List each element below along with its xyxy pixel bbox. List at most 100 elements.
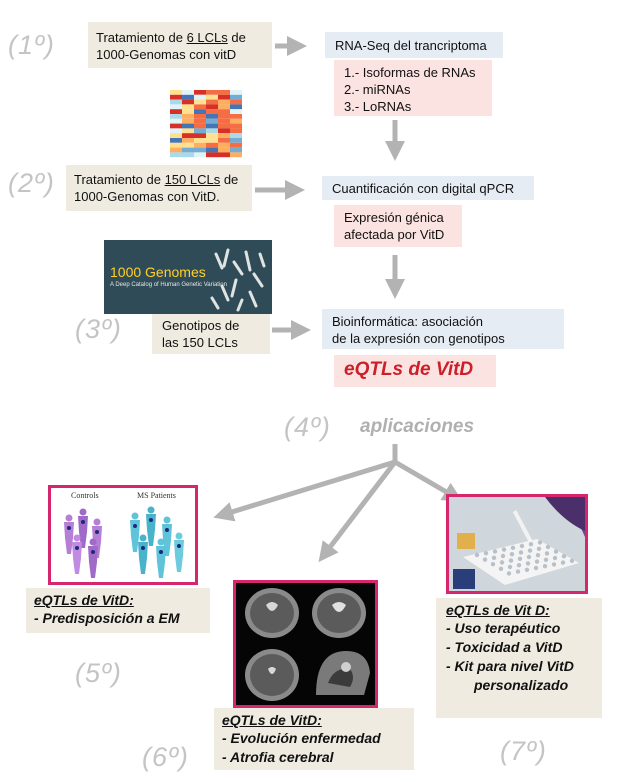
plate-well (482, 557, 488, 562)
plate-well (535, 553, 541, 558)
app-therapy-line: personalizado (474, 677, 569, 693)
heatmap-cell (230, 114, 242, 119)
mri-scans (245, 588, 370, 701)
heatmap-cell (218, 104, 230, 110)
heatmap-cell (230, 99, 242, 105)
heatmap-cell (218, 94, 230, 100)
plate-well (533, 565, 539, 571)
heatmap-cell (170, 114, 182, 119)
step-7-label: (7º) (500, 736, 547, 766)
heatmap-cell (170, 138, 182, 143)
heatmap-cell (182, 123, 194, 129)
step2-treatment-box: Tratamiento de 150 LCLs de 1000-Genomas … (66, 165, 252, 211)
1000-genomes-image: 1000 Genomes A Deep Catalog of Human Gen… (104, 240, 272, 314)
heatmap-cell (194, 118, 206, 124)
heatmap-cell (170, 123, 182, 129)
app-therapy-line: - Toxicidad a VitD (446, 639, 563, 655)
plate-well (507, 564, 513, 570)
step-1-label: (1º) (8, 30, 55, 60)
heatmap-cell (170, 142, 182, 148)
heatmap-cell (230, 123, 242, 129)
arrow-to-therapy (393, 459, 463, 502)
plate-well (508, 558, 514, 563)
ms-patients-label: MS Patients (137, 491, 176, 500)
bioinfo-line: de la expresión con genotipos (332, 331, 505, 346)
genomes-title: 1000 Genomes (110, 264, 206, 280)
heatmap-cell (170, 109, 182, 114)
plate-well (499, 560, 505, 565)
eqtl-main-box: eQTLs de VitD (334, 355, 496, 387)
heatmap-cell (206, 142, 218, 148)
people-figures (64, 506, 184, 578)
bioinfo-box: Bioinformática: asociación de la expresi… (322, 309, 564, 349)
heatmap-cell (194, 99, 206, 105)
plate-well (491, 555, 497, 560)
plate-well (501, 547, 507, 552)
heatmap-cell (230, 104, 242, 110)
heatmap-cell (170, 133, 182, 138)
rnaseq-item: 2.- miRNAs (344, 82, 411, 97)
heatmap-cell (230, 90, 242, 95)
heatmap-cell (230, 147, 242, 153)
app-brain-line: - Atrofia cerebral (222, 749, 334, 765)
heatmap-cell (182, 138, 194, 143)
heatmap-cell (194, 152, 206, 158)
heatmap-cell (182, 99, 194, 105)
heatmap-cell (182, 104, 194, 110)
heatmap-cell (218, 114, 230, 119)
plate-well (474, 552, 480, 558)
qpcr-result-line: Expresión génica (344, 210, 444, 225)
brain-mri-image (233, 580, 378, 708)
lab-plate-image (446, 494, 588, 594)
heatmap-cell (170, 128, 182, 134)
person-figure (138, 534, 148, 574)
heatmap-cell (218, 128, 230, 134)
plate-well (545, 544, 551, 550)
plate-well (516, 563, 522, 568)
heatmap-cell (194, 123, 206, 129)
person-figure (72, 534, 82, 574)
plate-well (517, 556, 523, 561)
heatmap-cell (218, 90, 230, 95)
microplate-graphic (449, 497, 585, 591)
heatmap-cell (206, 138, 218, 143)
plate-well (510, 545, 516, 550)
heatmap-cell (182, 94, 194, 100)
heatmap-cell (170, 152, 182, 158)
plate-well (498, 566, 504, 571)
heatmap-cell (182, 128, 194, 134)
step2-highlight: 150 LCLs (164, 172, 221, 187)
heatmap-cell (182, 147, 194, 153)
step-6-label: (6º) (142, 742, 189, 772)
plate-well (528, 542, 534, 547)
rnaseq-title: RNA-Seq del trancriptoma (335, 38, 487, 53)
app-em-line: - Predisposición a EM (34, 610, 180, 626)
person-figure (174, 532, 184, 572)
person-figure (78, 508, 88, 548)
ms-figures-image: Controls MS Patients (48, 485, 198, 585)
heatmap-cell (218, 123, 230, 129)
person-figure (88, 538, 98, 578)
person-figure (146, 506, 156, 546)
app-em-box: eQTLs de VitD: - Predisposición a EM (26, 588, 210, 633)
heatmap-cell (218, 138, 230, 143)
heatmap-cell (218, 152, 230, 158)
applications-label: aplicaciones (360, 416, 475, 437)
heatmap-cell (230, 152, 242, 158)
heatmap-cell (206, 114, 218, 119)
app-therapy-line: - Kit para nivel VitD (446, 658, 574, 674)
heatmap-cell (170, 118, 182, 124)
heatmap-cell (206, 118, 218, 124)
heatmap-cell (218, 133, 230, 138)
arrow-to-em (213, 459, 396, 522)
plate-well (518, 550, 524, 555)
plate-well (524, 567, 530, 572)
step3-genotypes-box: Genotipos de las 150 LCLs (152, 314, 270, 354)
heatmap-cell (230, 94, 242, 100)
plate-well (519, 543, 525, 549)
step-2-label: (2º) (8, 168, 55, 198)
qpcr-box: Cuantificación con digital qPCR (322, 176, 534, 200)
heatmap-cell (182, 142, 194, 148)
heatmap-cell (206, 123, 218, 129)
heatmap-cell (206, 109, 218, 114)
